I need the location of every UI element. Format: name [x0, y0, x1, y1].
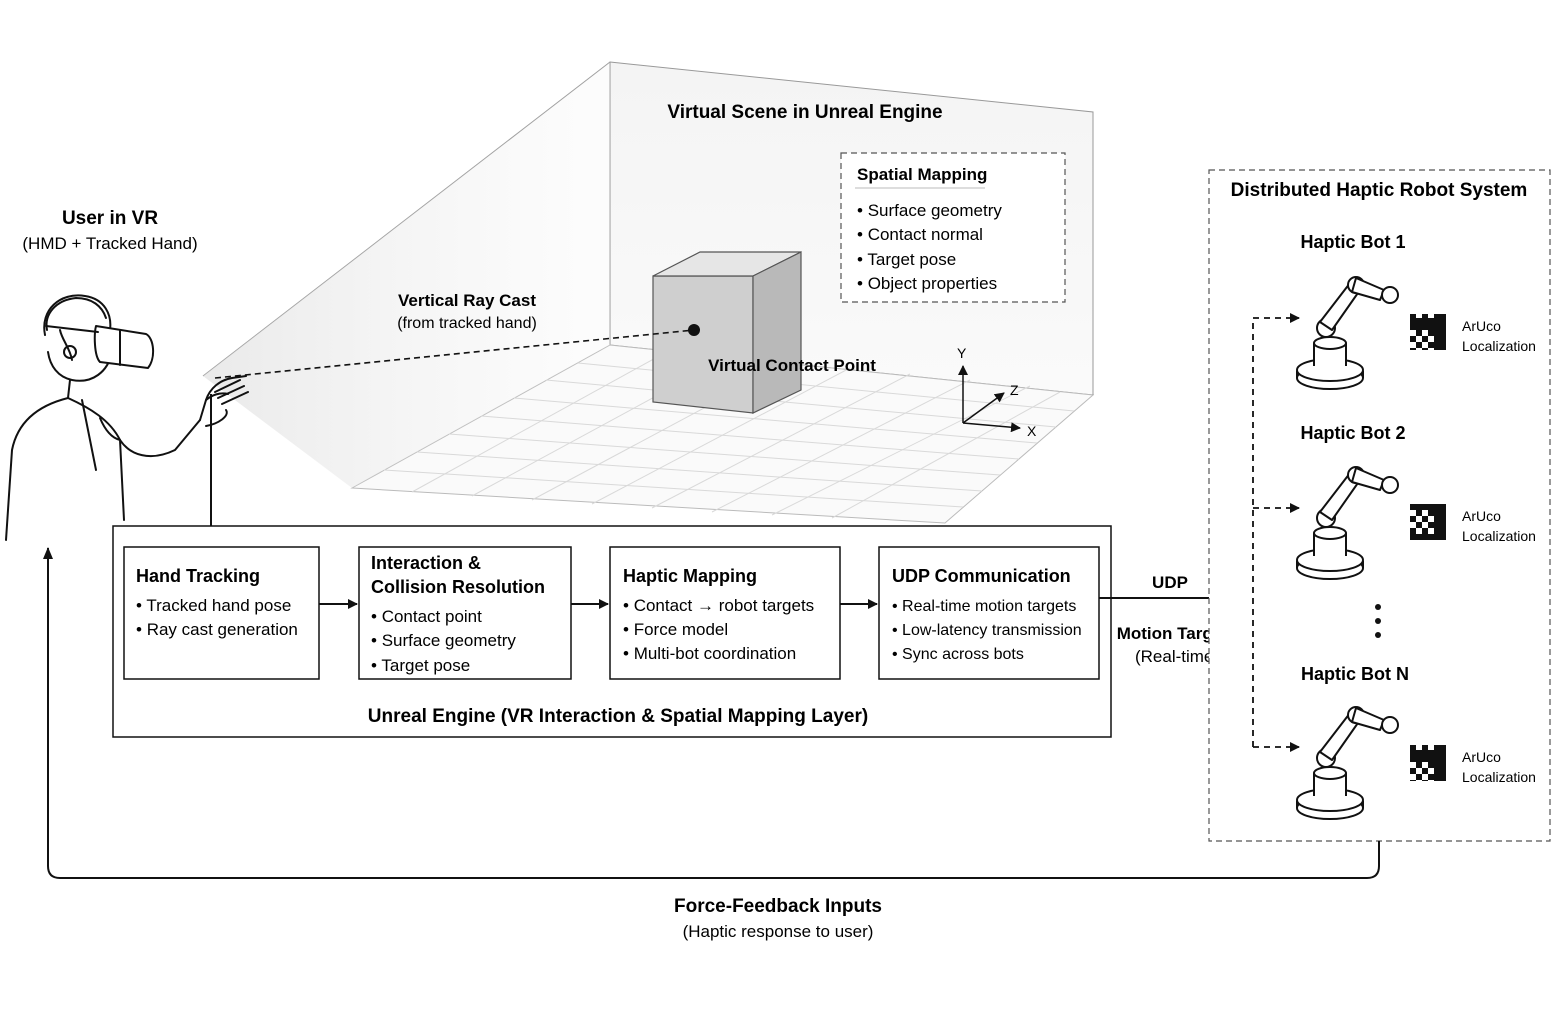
- block-item: • Tracked hand pose: [136, 596, 291, 615]
- more-bots-ellipsis-icon: [1375, 604, 1381, 638]
- aruco-marker-icon: [1410, 745, 1446, 781]
- aruco-label: ArUco: [1462, 508, 1501, 524]
- virtual-contact-point-label: Virtual Contact Point: [708, 356, 876, 375]
- aruco-label: Localization: [1462, 528, 1536, 544]
- aruco-label: Localization: [1462, 769, 1536, 785]
- aruco-label: ArUco: [1462, 318, 1501, 334]
- unreal-engine-layer-title: Unreal Engine (VR Interaction & Spatial …: [368, 706, 868, 727]
- user-figure-icon: [5, 294, 249, 541]
- coordinate-axes: [958, 365, 1021, 433]
- block-item: • Multi-bot coordination: [623, 644, 796, 663]
- block-title: Hand Tracking: [136, 566, 260, 586]
- haptic-bot-name: Haptic Bot N: [1301, 664, 1409, 684]
- robot-arm-icon: [1296, 466, 1399, 580]
- block-item: • Surface geometry: [371, 631, 516, 650]
- haptic-bot-name: Haptic Bot 1: [1300, 232, 1405, 252]
- block-item: • Real-time motion targets: [892, 598, 1076, 615]
- vertical-ray-line: [214, 329, 695, 379]
- robot-system: Distributed Haptic Robot System Haptic B…: [1208, 169, 1551, 842]
- robot-arm-icon: [1296, 706, 1399, 820]
- block-title: Collision Resolution: [371, 577, 545, 597]
- robot-system-title: Distributed Haptic Robot System: [1231, 180, 1528, 201]
- haptic-bot-1: Haptic Bot 1 ArUco Localization: [1296, 232, 1536, 390]
- floor-grid-lines: [383, 349, 1075, 519]
- udp-label: UDP: [1152, 573, 1188, 592]
- block-item: • Contact point: [371, 607, 482, 626]
- udp-communication-block: UDP Communication • Real-time motion tar…: [878, 546, 1100, 680]
- block-item: • Target pose: [371, 656, 470, 675]
- vr-user: User in VR (HMD + Tracked Hand): [5, 208, 249, 541]
- motion-targets-label: Motion Targets: [1117, 624, 1238, 643]
- ray-cast-sublabel: (from tracked hand): [397, 315, 537, 332]
- spatial-mapping-item: • Target pose: [857, 250, 956, 269]
- haptic-bot-name: Haptic Bot 2: [1300, 423, 1405, 443]
- contact-point-marker: [688, 324, 700, 336]
- force-feedback-title: Force-Feedback Inputs: [674, 896, 882, 917]
- block-item: • Sync across bots: [892, 646, 1024, 663]
- spatial-mapping-item: • Surface geometry: [857, 201, 1002, 220]
- axis-y-label: Y: [957, 345, 967, 361]
- spatial-mapping-title: Spatial Mapping: [857, 165, 987, 184]
- interaction-collision-block: Interaction & Collision Resolution • Con…: [358, 546, 572, 680]
- robot-arm-icon: [1296, 276, 1399, 390]
- spatial-mapping-box: Spatial Mapping • Surface geometry • Con…: [840, 152, 1066, 303]
- block-item: • Force model: [623, 620, 728, 639]
- virtual-scene-title: Virtual Scene in Unreal Engine: [667, 102, 942, 123]
- motion-targets-sublabel: (Real-time): [1135, 647, 1219, 666]
- spatial-mapping-item: • Object properties: [857, 274, 997, 293]
- block-title: UDP Communication: [892, 566, 1071, 586]
- aruco-marker-icon: [1410, 504, 1446, 540]
- virtual-cube: [652, 251, 802, 414]
- force-feedback-loop-arrow: [43, 547, 1380, 879]
- axis-z-label: Z: [1010, 382, 1019, 398]
- haptic-bot-n: Haptic Bot N ArUco Localization: [1296, 664, 1536, 820]
- aruco-marker-icon: [1410, 314, 1446, 350]
- hand-tracking-block: Hand Tracking • Tracked hand pose • Ray …: [123, 546, 320, 680]
- user-subtitle: (HMD + Tracked Hand): [22, 234, 197, 253]
- axis-x-label: X: [1027, 423, 1037, 439]
- block-title: Haptic Mapping: [623, 566, 757, 586]
- block-item: • Ray cast generation: [136, 620, 298, 639]
- aruco-label: ArUco: [1462, 749, 1501, 765]
- aruco-label: Localization: [1462, 338, 1536, 354]
- ray-cast-frustum: [203, 62, 610, 488]
- block-title: Interaction &: [371, 553, 481, 573]
- force-feedback-subtitle: (Haptic response to user): [683, 922, 874, 941]
- user-title: User in VR: [62, 208, 158, 229]
- block-item: • Low-latency transmission: [892, 622, 1082, 639]
- virtual-scene: Virtual Scene in Unreal Engine Vertical …: [202, 61, 1095, 524]
- haptic-bot-2: Haptic Bot 2 ArUco Localization: [1296, 423, 1536, 580]
- spatial-mapping-item: • Contact normal: [857, 225, 983, 244]
- ray-cast-label: Vertical Ray Cast: [398, 291, 536, 310]
- unreal-engine-layer: Unreal Engine (VR Interaction & Spatial …: [112, 525, 1112, 738]
- block-item: • Contact → robot targets: [623, 596, 814, 615]
- haptic-mapping-block: Haptic Mapping • Contact → robot targets…: [609, 546, 841, 680]
